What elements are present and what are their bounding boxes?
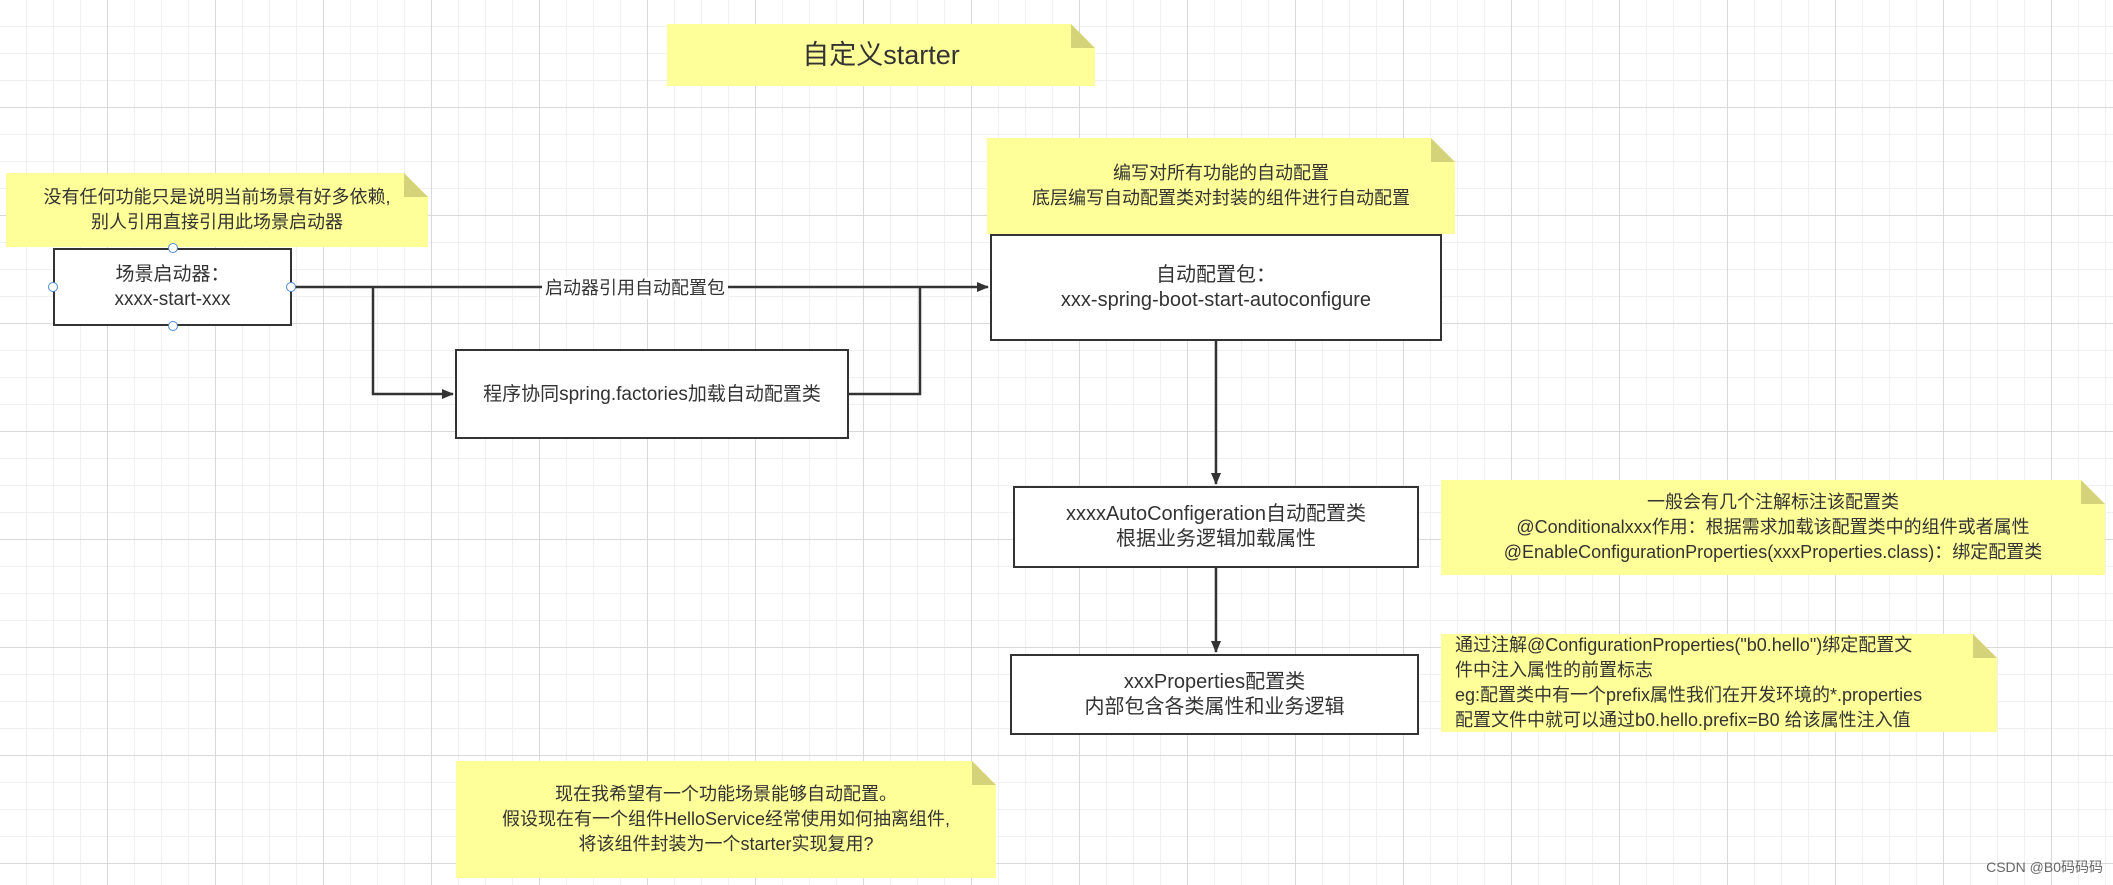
scene-starter-box[interactable]: 场景启动器： xxxx-start-xxx — [53, 248, 292, 326]
edge-label-starter-to-autoconfigure: 启动器引用自动配置包 — [542, 277, 728, 299]
note-line: 通过注解@ConfigurationProperties("b0.hello")… — [1455, 635, 1913, 655]
watermark: CSDN @B0码码码 — [1986, 859, 2103, 875]
title-note: 自定义starter — [667, 24, 1095, 86]
note-line: @Conditionalxxx作用：根据需求加载该配置类中的组件或者属性 — [1516, 517, 2030, 537]
autoconfigure-package-box[interactable]: 自动配置包： xxx-spring-boot-start-autoconfigu… — [990, 234, 1442, 341]
configuration-properties-note: 通过注解@ConfigurationProperties("b0.hello")… — [1441, 634, 1997, 732]
note-line: 件中注入属性的前置标志 — [1455, 660, 1653, 680]
box-line: 场景启动器： — [115, 264, 230, 285]
goal-note: 现在我希望有一个功能场景能够自动配置。 假设现在有一个组件HelloServic… — [456, 761, 996, 878]
box-line: xxxxAutoConfigeration自动配置类 — [1065, 503, 1367, 525]
connection-handle-right[interactable] — [286, 282, 296, 292]
note-line: 假设现在有一个组件HelloService经常使用如何抽离组件, — [501, 809, 951, 829]
note-line: 底层编写自动配置类对封装的组件进行自动配置 — [1032, 188, 1410, 208]
box-line: 根据业务逻辑加载属性 — [1116, 528, 1316, 550]
auto-configuration-class-box[interactable]: xxxxAutoConfigeration自动配置类 根据业务逻辑加载属性 — [1013, 486, 1419, 568]
box-line: xxxx-start-xxx — [114, 289, 231, 310]
connection-handle-left[interactable] — [48, 282, 58, 292]
note-line: 现在我希望有一个功能场景能够自动配置。 — [555, 784, 897, 804]
note-line: @EnableConfigurationProperties(xxxProper… — [1503, 542, 2043, 562]
note-line: 没有任何功能只是说明当前场景有好多依赖, — [43, 187, 391, 207]
note-line: 一般会有几个注解标注该配置类 — [1647, 492, 1899, 512]
box-line: 程序协同spring.factories加载自动配置类 — [483, 383, 821, 405]
conditional-annotations-note: 一般会有几个注解标注该配置类 @Conditionalxxx作用：根据需求加载该… — [1441, 480, 2105, 575]
spring-factories-box[interactable]: 程序协同spring.factories加载自动配置类 — [455, 349, 849, 439]
connection-handle-top[interactable] — [168, 243, 178, 253]
properties-class-box[interactable]: xxxProperties配置类 内部包含各类属性和业务逻辑 — [1010, 654, 1419, 735]
edge-spring-factories-to-autoconfigure — [849, 287, 922, 396]
box-line: xxx-spring-boot-start-autoconfigure — [1060, 288, 1372, 311]
edge-starter-to-spring-factories — [371, 287, 454, 399]
autoconfig-note: 编写对所有功能的自动配置 底层编写自动配置类对封装的组件进行自动配置 — [987, 138, 1455, 234]
note-line: 别人引用直接引用此场景启动器 — [91, 212, 343, 232]
box-line: xxxProperties配置类 — [1123, 670, 1306, 693]
note-line: 将该组件封装为一个starter实现复用? — [578, 834, 874, 854]
connection-handle-bottom[interactable] — [168, 321, 178, 331]
box-line: 内部包含各类属性和业务逻辑 — [1084, 695, 1345, 718]
scene-starter-note: 没有任何功能只是说明当前场景有好多依赖, 别人引用直接引用此场景启动器 — [6, 173, 428, 247]
note-line: eg:配置类中有一个prefix属性我们在开发环境的*.properties — [1455, 685, 1923, 705]
box-line: 自动配置包： — [1156, 263, 1276, 286]
diagram-title: 自定义starter — [802, 39, 960, 70]
note-line: 编写对所有功能的自动配置 — [1113, 163, 1329, 183]
note-line: 配置文件中就可以通过b0.hello.prefix=B0 给该属性注入值 — [1455, 710, 1911, 730]
